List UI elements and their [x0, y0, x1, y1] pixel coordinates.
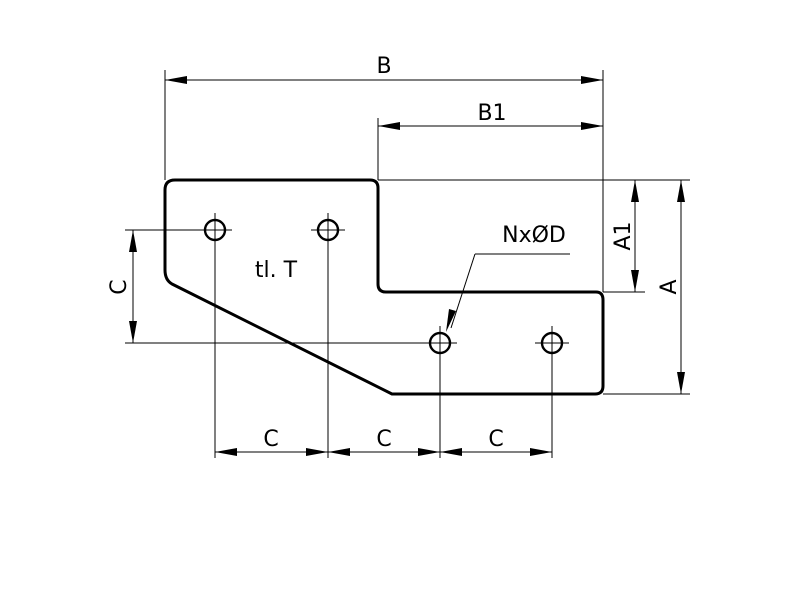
dimension-c-2: C	[328, 427, 440, 456]
dimension-a1-label: A1	[611, 221, 636, 250]
hole-callout-label: NxØD	[502, 223, 566, 248]
dimension-b-label: B	[376, 54, 391, 79]
dimension-c-1-label: C	[263, 427, 278, 452]
dimension-a1: A1	[611, 180, 639, 292]
part-thickness-label: tl. T	[255, 258, 298, 283]
dimension-b1-label: B1	[477, 101, 506, 126]
dimension-a-label: A	[657, 279, 682, 294]
centerlines	[125, 213, 569, 458]
dimension-b1: B1	[378, 101, 603, 130]
dimension-a: A	[657, 180, 685, 394]
extension-lines	[164, 70, 690, 395]
dimension-b: B	[165, 54, 603, 84]
dimension-c-vertical-label: C	[107, 279, 132, 294]
part-outline	[163, 178, 605, 396]
hole-callout-leader: NxØD	[446, 223, 570, 332]
dimension-c-3: C	[440, 427, 552, 456]
dimension-c-vertical: C	[107, 230, 137, 343]
dimension-c-3-label: C	[488, 427, 503, 452]
dimension-c-1: C	[215, 427, 328, 456]
dimension-c-2-label: C	[376, 427, 391, 452]
